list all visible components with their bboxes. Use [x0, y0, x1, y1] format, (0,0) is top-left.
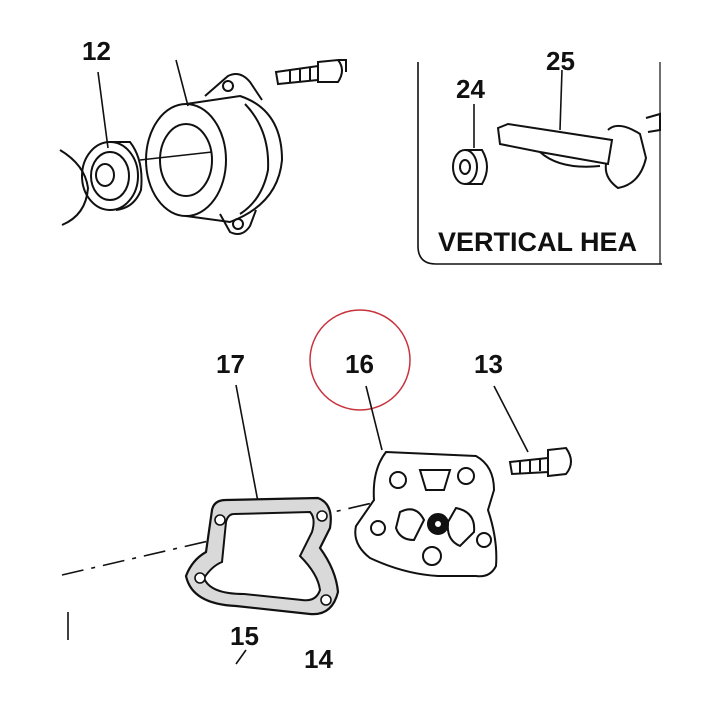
vertical-head-inset: VERTICAL HEA 24 25: [417, 46, 662, 265]
bushing-part-24: [452, 149, 488, 185]
callout-14: 14: [304, 644, 333, 674]
callout-13: 13: [474, 349, 503, 379]
centerline: [139, 151, 213, 161]
shaft-end-part: [59, 149, 90, 226]
callout-24: 24: [456, 74, 485, 104]
callout-17: 17: [216, 349, 245, 379]
housing-part: [145, 73, 284, 235]
highlight-circle: [309, 309, 411, 411]
bearing-part: [81, 141, 143, 211]
inset-border: [417, 62, 662, 265]
clip-part-25: [496, 112, 661, 190]
callout-25: 25: [546, 46, 575, 76]
callout-16: 16: [345, 349, 374, 379]
callout-15: 15: [230, 621, 259, 651]
leaders-top-left: [97, 59, 189, 149]
leaders-bottom: [235, 384, 529, 665]
gasket-part-17: [184, 496, 340, 616]
bearing-housing-assembly: [59, 58, 347, 235]
housing-screw: [274, 58, 347, 86]
plate-part-16: [354, 450, 498, 578]
inset-title: VERTICAL HEA: [438, 227, 637, 257]
screw-part-13: [508, 446, 572, 478]
callout-12: 12: [82, 36, 111, 66]
